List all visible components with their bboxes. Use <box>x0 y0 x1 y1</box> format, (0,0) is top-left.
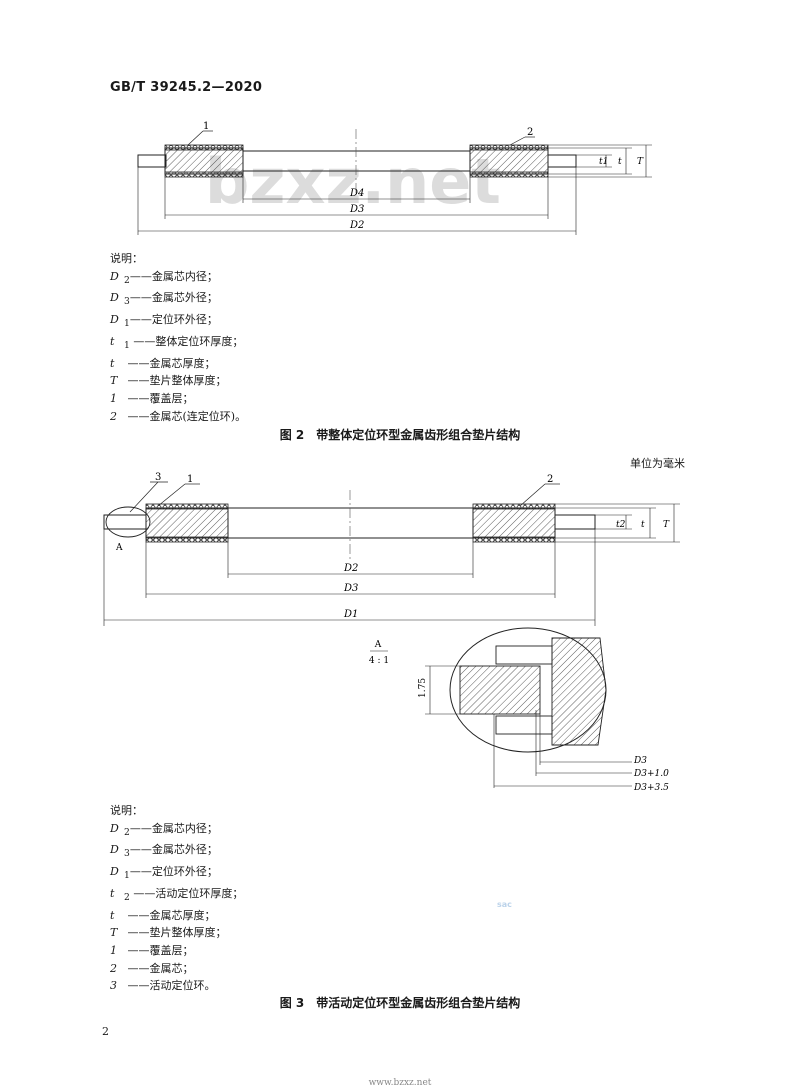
fig3-dim-T: T <box>663 520 670 530</box>
fig3-dim-t2: t2 <box>616 520 626 530</box>
legend-item: t ——金属芯厚度； <box>110 356 216 370</box>
fig2-dim-T: T <box>637 157 644 167</box>
fig3-callout-3: 3 <box>155 472 161 483</box>
fig3-dim-d2: D2 <box>343 563 358 574</box>
fig3-callout-2: 2 <box>547 474 553 485</box>
detail-scale: 4 : 1 <box>369 656 389 666</box>
figure3-caption: 图 3 带活动定位环型金属齿形组合垫片结构 <box>279 996 521 1010</box>
legend-item: 3 ——活动定位环。 <box>110 979 216 993</box>
fig3-dim-d1: D1 <box>343 609 358 620</box>
legend-title: 说明： <box>110 804 143 817</box>
figure3-drawing: 3 1 2 A D2 D3 D1 t2 t T A 4 : 1 1.75 D3 … <box>103 472 680 793</box>
footer-text: www.bzxz.net <box>368 1078 432 1088</box>
fig2-callout-2: 2 <box>527 127 533 138</box>
standard-number: GB/T 39245.2—2020 <box>110 80 263 95</box>
fig2-dim-d3: D3 <box>349 204 364 215</box>
detail-dim-d3-plus-3-5: D3+3.5 <box>633 783 669 793</box>
detail-dim-d3: D3 <box>633 756 647 766</box>
legend-item: 2 ——金属芯； <box>110 961 194 975</box>
fig3-dim-t: t <box>641 520 645 530</box>
fig2-dim-d2: D2 <box>349 220 364 231</box>
fig2-dim-d4: D4 <box>349 188 364 199</box>
detail-dim-d3-plus-1: D3+1.0 <box>633 769 669 779</box>
fig2-dim-t: t <box>618 157 622 167</box>
fig3-view-marker: A <box>115 543 123 553</box>
fig2-callout-1: 1 <box>203 121 209 132</box>
legend-item: T ——垫片整体厚度； <box>110 374 227 388</box>
detail-dim-1-75: 1.75 <box>418 678 428 698</box>
legend-item: T ——垫片整体厚度； <box>110 926 227 940</box>
figure2-drawing: bzxz.net 1 2 D4 D3 D2 t1 t T <box>137 121 652 235</box>
legend-title: 说明： <box>110 252 143 265</box>
legend-item: 2 ——金属芯(连定位环)。 <box>110 409 247 423</box>
fig3-dim-d3: D3 <box>343 583 358 594</box>
fig3-callout-1: 1 <box>187 474 193 485</box>
unit-note: 单位为毫米 <box>630 457 685 470</box>
page-number: 2 <box>102 1025 109 1038</box>
legend-item: 1 ——覆盖层； <box>110 391 194 405</box>
watermark-small: sac <box>497 900 512 909</box>
detail-title: A <box>374 640 382 650</box>
fig2-dim-t1: t1 <box>599 157 608 167</box>
legend-item: 1 ——覆盖层； <box>110 943 194 957</box>
figure2-caption: 图 2 带整体定位环型金属齿形组合垫片结构 <box>279 428 521 442</box>
legend-item: t ——金属芯厚度； <box>110 908 216 922</box>
watermark-text: bzxz.net <box>205 145 501 218</box>
